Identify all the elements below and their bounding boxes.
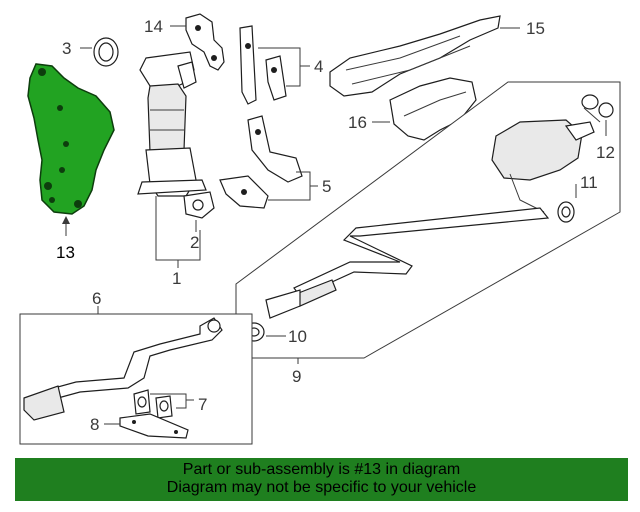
exhaust-parts-diagram: 13 3 14 1 2 4 (19, 13, 621, 445)
callout-9[interactable]: 9 (292, 367, 301, 386)
callout-3[interactable]: 3 (62, 39, 71, 58)
callout-14[interactable]: 14 (144, 17, 163, 36)
hanger-part-12[interactable] (581, 94, 614, 123)
heat-shield-part-13[interactable] (27, 63, 115, 215)
catalytic-converter-part-1[interactable] (137, 51, 207, 197)
banner-line-1: Part or sub-assembly is #13 in diagram (182, 461, 461, 478)
heat-shield-part-15[interactable] (329, 15, 501, 97)
insulator-part-11[interactable] (557, 201, 575, 223)
callout-7[interactable]: 7 (198, 395, 207, 414)
callout-2[interactable]: 2 (190, 233, 199, 252)
clamp-part-3[interactable] (93, 37, 119, 67)
callout-16[interactable]: 16 (348, 113, 367, 132)
bracket-part-14[interactable] (185, 13, 225, 71)
callout-13[interactable]: 13 (56, 243, 75, 262)
insulator-part-7[interactable] (133, 389, 173, 419)
bracket-part-4[interactable] (239, 25, 287, 105)
exhaust-pipe-part-6[interactable] (23, 317, 223, 421)
callout-1[interactable]: 1 (172, 269, 181, 288)
bracket-line-7 (150, 393, 187, 409)
muffler-assembly-part-9[interactable] (265, 119, 595, 319)
callout-4[interactable]: 4 (314, 57, 323, 76)
callout-6[interactable]: 6 (92, 289, 101, 308)
gasket-part-2[interactable] (183, 191, 215, 219)
heat-shield-part-8[interactable] (119, 413, 189, 439)
callout-11[interactable]: 11 (580, 173, 598, 192)
callout-10[interactable]: 10 (288, 327, 307, 346)
bracket-part-5[interactable] (219, 115, 303, 209)
callout-12[interactable]: 12 (596, 143, 615, 162)
arrow-13 (62, 216, 70, 224)
info-banner: Part or sub-assembly is #13 in diagram D… (15, 458, 628, 501)
callout-5[interactable]: 5 (322, 177, 331, 196)
bracket-line-4 (258, 47, 301, 87)
callout-8[interactable]: 8 (90, 415, 99, 434)
banner-line-2: Diagram may not be specific to your vehi… (166, 479, 477, 496)
callout-15[interactable]: 15 (526, 19, 545, 38)
